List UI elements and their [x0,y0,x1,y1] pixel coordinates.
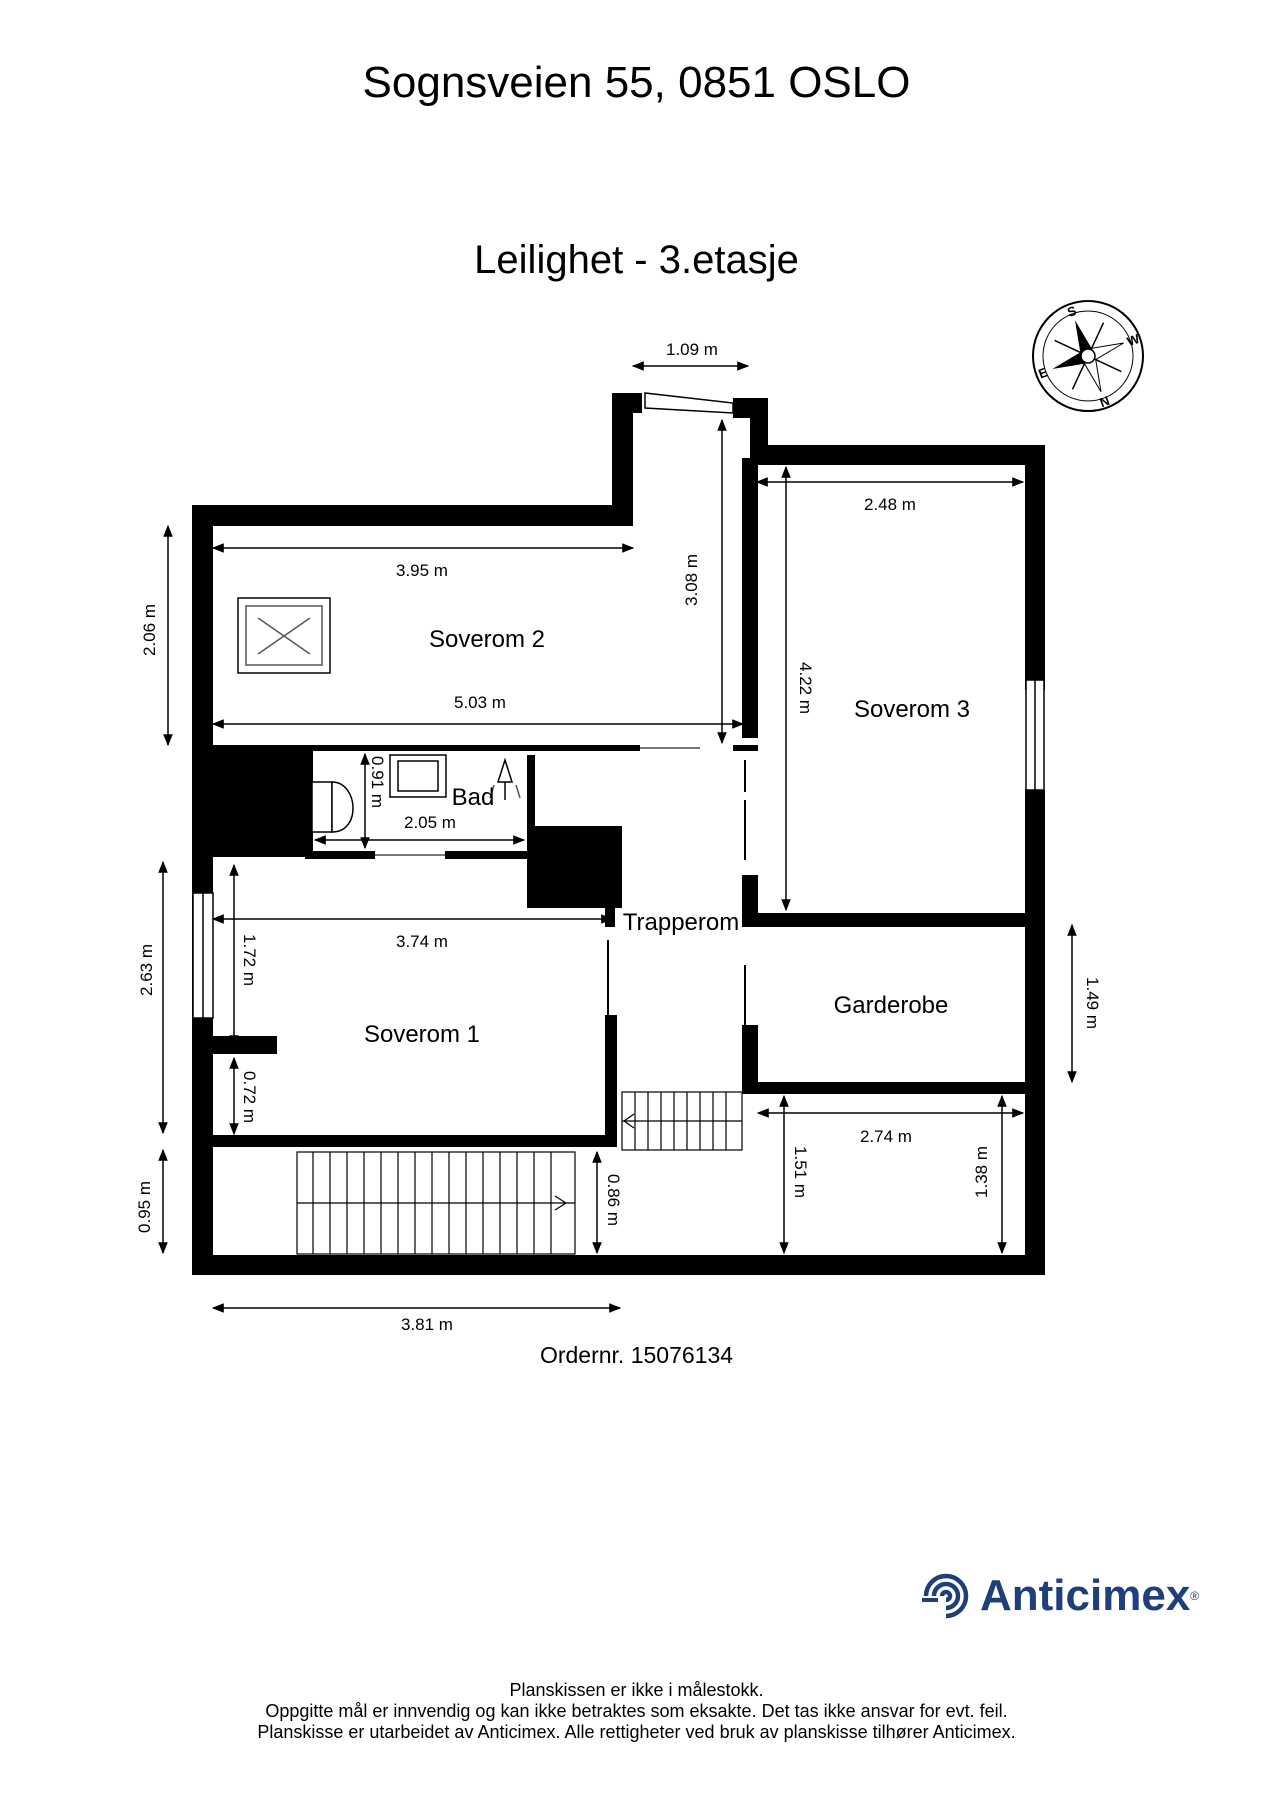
dim-label: 0.95 m [135,1181,154,1233]
doors [375,747,746,1025]
wall-sov1-bottom [213,1135,617,1147]
dim-label: 1.72 m [240,934,259,986]
wall-top-right [750,445,1045,465]
wall-bath-right [527,755,535,850]
wall-sov3-bottom [742,913,1032,927]
room-label-trapperom: Trapperom [623,909,739,936]
dim-label: 2.06 m [140,604,159,656]
room-label-bad: Bad [452,784,495,811]
disclaimer: Planskissen er ikke i målestokk. Oppgitt… [0,1680,1273,1743]
windows [192,392,1045,1019]
dim-label: 5.03 m [454,693,506,712]
disclaimer-line-2: Oppgitte mål er innvendig og kan ikke be… [265,1701,1008,1721]
wall-gard-bottom [742,1082,1032,1094]
disclaimer-line-3: Planskisse er utarbeidet av Anticimex. A… [257,1722,1016,1742]
wall-tower-top-left [612,393,642,413]
dim-label: 2.63 m [137,944,156,996]
registered-mark: ® [1190,1589,1200,1603]
dim-label: 0.91 m [368,756,387,808]
dim-label: 3.74 m [396,932,448,951]
wall-sov1-right [605,1015,617,1145]
floor-title: Leilighet - 3.etasje [474,238,799,282]
wall-left [192,505,213,1275]
wall-tower-right [750,398,768,458]
sink [389,754,447,798]
anticimex-logo-icon [922,1573,969,1619]
dim-label: 2.05 m [404,813,456,832]
dim-label: 1.09 m [666,340,718,359]
dim-label: 3.08 m [682,554,701,606]
wall-block-left [213,745,307,857]
wall-sov2-sov3 [742,458,758,738]
wall-tower-left [612,393,633,526]
dim-label: 2.74 m [860,1127,912,1146]
wall-stair-seg [742,875,758,923]
disclaimer-line-1: Planskissen er ikke i målestokk. [509,1680,764,1700]
opening-top [644,392,734,414]
anticimex-logo-text: Anticimex [980,1571,1191,1620]
wall-right-lower [1025,790,1045,1275]
toilet-bowl [331,781,354,833]
toilet-tank [311,781,333,833]
stair-shaft-block [527,826,622,908]
dim-label: 3.81 m [401,1315,453,1334]
anticimex-logo: Anticimex ® [920,1568,1199,1624]
dim-label: 0.72 m [240,1071,259,1123]
wall-sov1-door-stub [605,905,615,927]
compass-icon: S N W E [1032,300,1144,412]
walls [192,393,1045,1275]
wall-bath-bottom-a [305,851,375,859]
wall-sov2-bottom-a [213,745,640,751]
fixtures [237,597,521,833]
wall-bottom [192,1255,1045,1275]
dim-label: 1.38 m [972,1146,991,1198]
dim-label: 1.49 m [1083,977,1102,1029]
dimension-lines [158,361,1077,1313]
dim-label: 2.48 m [864,495,916,514]
dim-label: 1.51 m [791,1146,810,1198]
stairs [296,1091,743,1255]
address-title: Sognsveien 55, 0851 OSLO [362,58,911,107]
dim-label: 3.95 m [396,561,448,580]
dim-label: 4.22 m [796,662,815,714]
shower-icon [496,757,514,783]
wall-top-left [192,505,629,526]
room-label-garderobe: Garderobe [834,992,949,1019]
wall-bath-left [305,751,313,851]
dim-label: 0.86 m [604,1174,623,1226]
order-number: Ordernr. 15076134 [539,1342,734,1368]
wall-gard-left [742,1025,758,1085]
wall-right-upper [1025,445,1045,690]
wall-bath-bottom-b [445,851,530,859]
compass-w: W [1125,331,1142,350]
room-label-soverom1: Soverom 1 [364,1021,480,1048]
wall-sov2-bottom-b [733,745,758,751]
room-label-soverom3: Soverom 3 [854,696,970,723]
room-label-soverom2: Soverom 2 [429,626,545,653]
